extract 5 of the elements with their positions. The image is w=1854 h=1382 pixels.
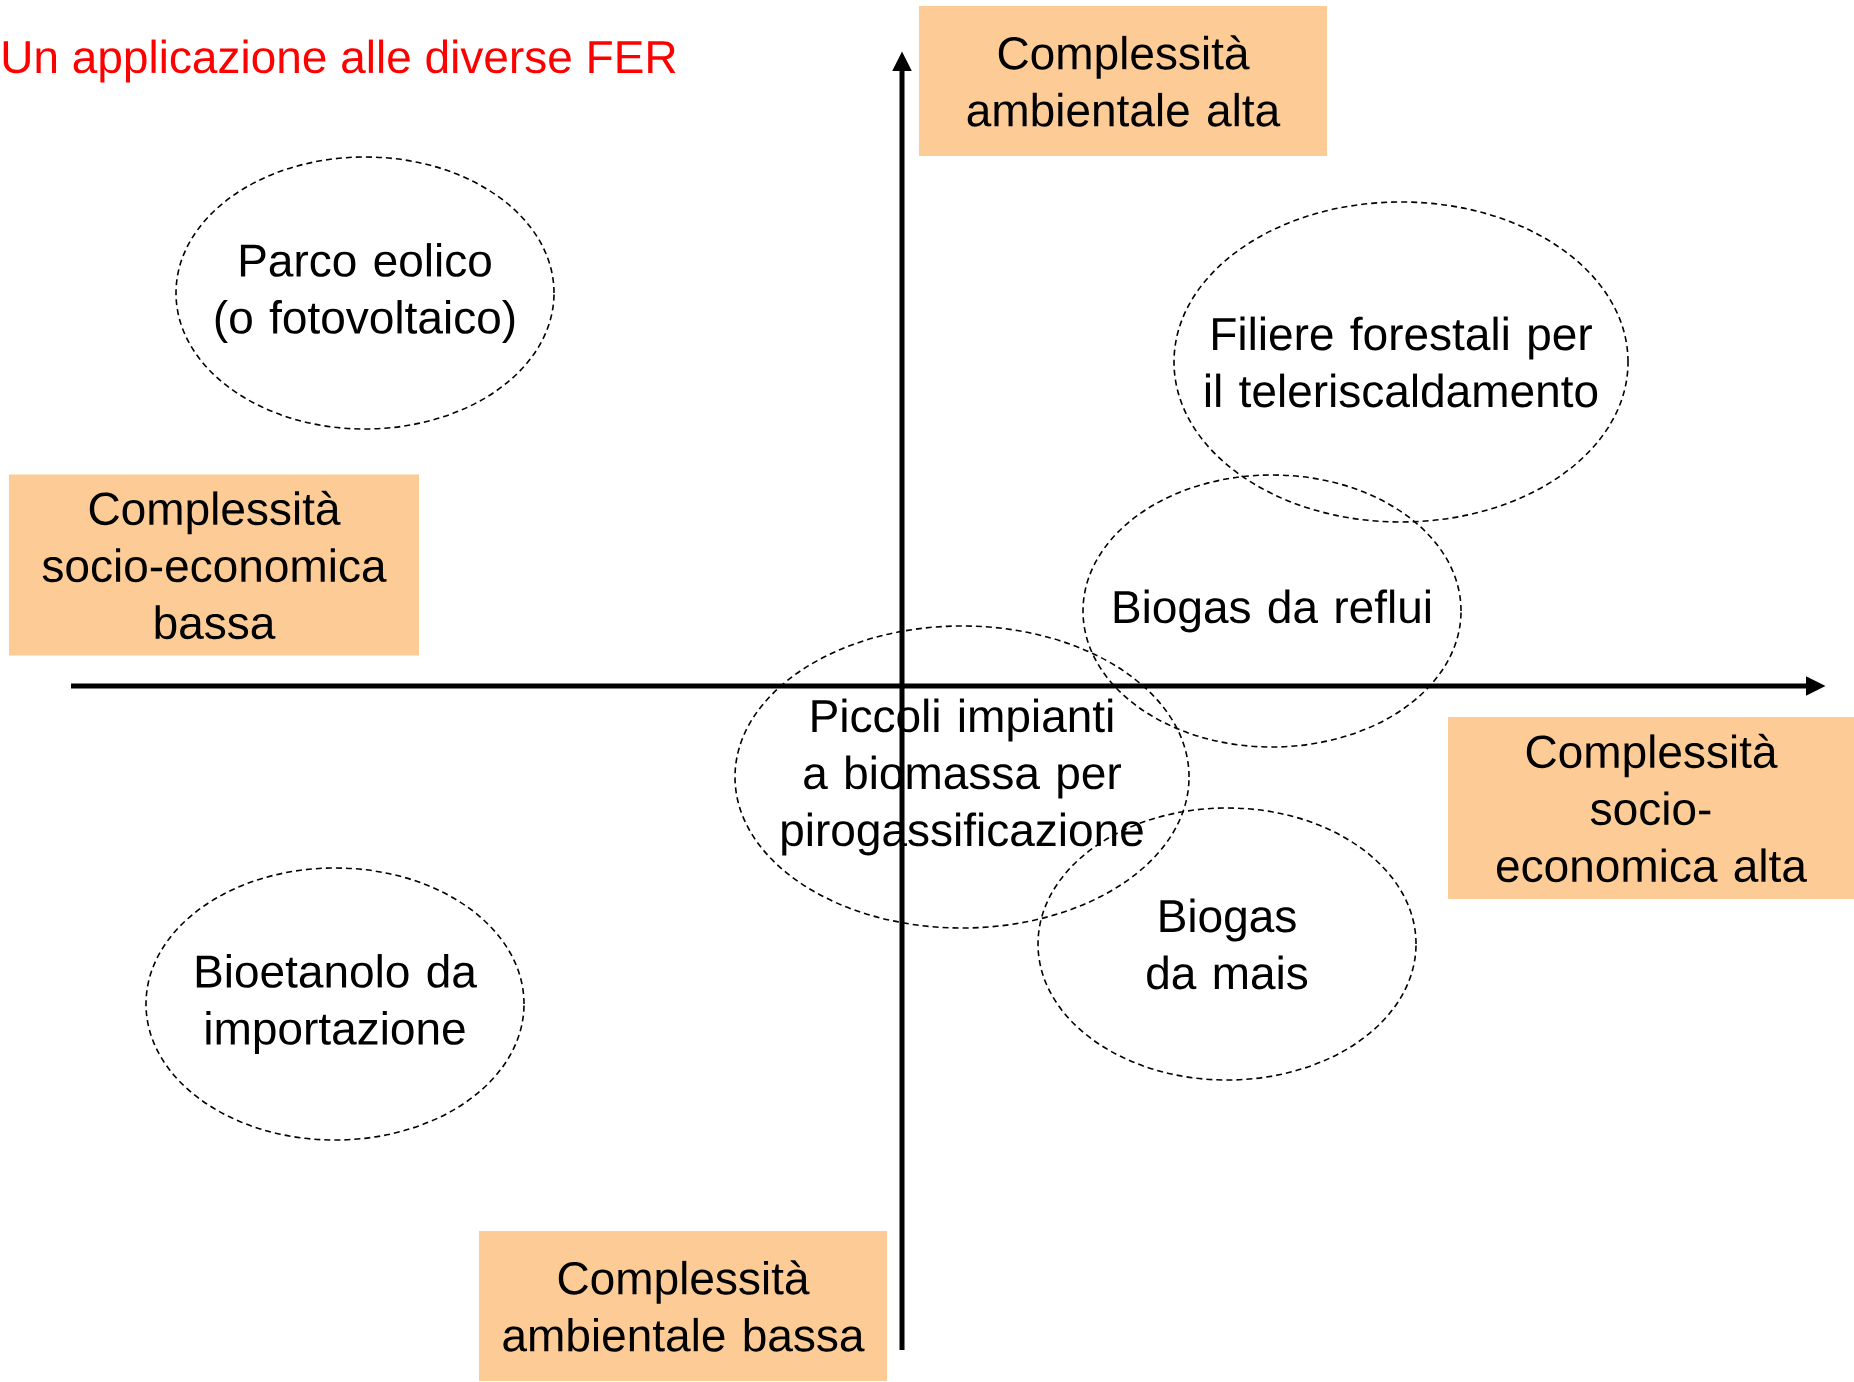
label-box: Complessità ambientale alta: [919, 6, 1327, 156]
label-box: Complessità ambientale bassa: [479, 1231, 887, 1381]
title: Un applicazione alle diverse FER: [3, 39, 676, 83]
label-box: Complessità socio-economica alta: [1448, 717, 1854, 899]
label-box: Complessità socio-economica bassa: [9, 474, 419, 656]
